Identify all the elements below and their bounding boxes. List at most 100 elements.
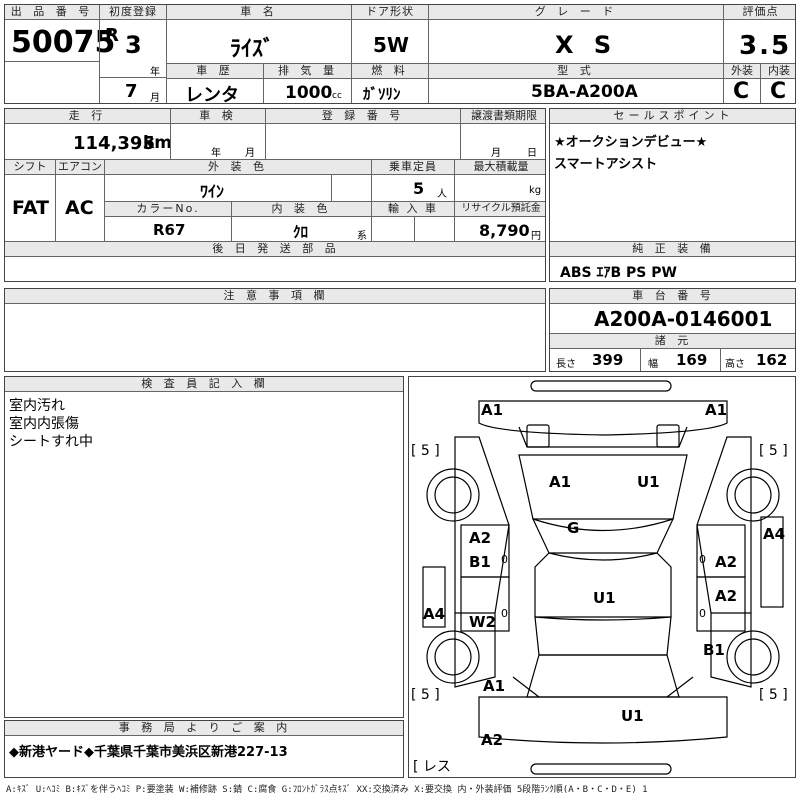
legend: A:ｷｽﾞ U:ﾍｺﾐ B:ｷｽﾞを伴うﾍｺﾐ P:要塗装 W:補修跡 S:錆 … xyxy=(6,785,648,795)
car-diagram-box: A1 A1 A1 U1 G A2 B1 A2 A4 A4 A2 W2 U1 B1… xyxy=(408,376,796,778)
mark-rear-center: U1 xyxy=(621,707,644,725)
inspection-year: 年 xyxy=(211,148,221,159)
mileage-unit: km xyxy=(143,133,173,153)
mark-door-fl: A2 xyxy=(469,529,491,547)
tire-fr: [ 5 ] xyxy=(759,443,788,459)
transfer-day: 日 xyxy=(527,148,537,159)
width-label: 幅 xyxy=(648,359,658,370)
chassis-value: A200A-0146001 xyxy=(594,307,773,331)
interior-label: 内装 xyxy=(761,64,795,79)
ac-label: エアコン xyxy=(56,160,104,175)
mark-windshield: G xyxy=(567,519,579,537)
shift-value: FAT xyxy=(12,197,49,219)
model-value: 5BA-A200A xyxy=(531,82,638,102)
mark-door-fr: A2 xyxy=(715,553,737,571)
interior-value: C xyxy=(770,79,787,104)
zero-4: 0 xyxy=(699,607,706,620)
inspection-month: 月 xyxy=(245,148,255,159)
grade-value: X S xyxy=(555,31,618,59)
displacement-unit: cc xyxy=(332,91,342,101)
reg-no-label: 登 録 番 号 xyxy=(266,109,460,124)
history-label: 車 歴 xyxy=(167,64,263,79)
mark-roof: U1 xyxy=(593,589,616,607)
displacement-label: 排 気 量 xyxy=(264,64,352,79)
lot-label: 出 品 番 号 xyxy=(5,5,99,20)
mark-mirror-r: A4 xyxy=(763,525,785,543)
notes-box: 注 意 事 項 欄 xyxy=(4,288,546,372)
month-value: 7 xyxy=(125,81,138,102)
recycle-unit: 円 xyxy=(531,231,541,242)
tire-fl: [ 5 ] xyxy=(411,443,440,459)
model-label: 型 式 xyxy=(429,64,723,79)
office-box: 事 務 局 よ り ご 案 内 ◆新港ヤード◆千葉県千葉市美浜区新港227-13 xyxy=(4,720,404,778)
ac-value: AC xyxy=(65,197,94,219)
displacement-value: 1000 xyxy=(285,83,333,103)
transfer-month: 月 xyxy=(491,148,501,159)
lot-number: 50075 xyxy=(11,25,116,60)
exterior-value: C xyxy=(733,79,750,104)
sales-point-box: セールスポイント ★オークションデビュー★ スマートアシスト 純 正 装 備 A… xyxy=(549,108,796,282)
int-color-label: 内 装 色 xyxy=(232,202,371,217)
capacity-label: 乗車定員 xyxy=(372,160,454,175)
height-label: 高さ xyxy=(725,359,745,370)
inspector-box: 検 査 員 記 入 欄 室内汚れ 室内内張傷 シートすれ中 xyxy=(4,376,404,718)
spec-label: 諸 元 xyxy=(550,334,795,349)
history-value: レンタ xyxy=(185,85,239,104)
details-box: 走 行 114,395 km 車 検 年 月 登 録 番 号 譲渡書類期限 月 … xyxy=(4,108,546,282)
sales-label: セールスポイント xyxy=(550,109,795,124)
shift-label: シフト xyxy=(5,160,55,175)
inspector-line3: シートすれ中 xyxy=(9,434,93,450)
fuel-label: 燃 料 xyxy=(352,64,428,79)
int-color-unit: 系 xyxy=(357,231,367,242)
era: R xyxy=(105,25,119,46)
zero-3: 0 xyxy=(699,553,706,566)
zero-1: 0 xyxy=(501,553,508,566)
car-diagram: A1 A1 A1 U1 G A2 B1 A2 A4 A4 A2 W2 U1 B1… xyxy=(411,380,788,775)
later-parts-label: 後 日 発 送 部 品 xyxy=(5,242,545,257)
max-load-label: 最大積載量 xyxy=(455,160,545,175)
mark-door-rl: W2 xyxy=(469,613,496,631)
capacity-unit: 人 xyxy=(437,189,447,200)
year-value: 3 xyxy=(125,31,142,59)
sales-line1: ★オークションデビュー★ xyxy=(554,135,708,150)
header-box: 出 品 番 号 50075 初度登録 R 3 年 7 月 車 名 ﾗｲｽﾞ ドア… xyxy=(4,4,796,104)
chassis-box: 車 台 番 号 A200A-0146001 諸 元 長さ 399 幅 169 高… xyxy=(549,288,796,372)
mileage-label: 走 行 xyxy=(5,109,170,124)
month-unit: 月 xyxy=(150,93,160,104)
transfer-label: 譲渡書類期限 xyxy=(461,109,545,124)
door-value: 5W xyxy=(373,33,409,57)
ext-color-value: ﾜｲﾝ xyxy=(200,182,225,201)
int-color-value: ｸﾛ xyxy=(293,223,309,241)
door-label: ドア形状 xyxy=(352,5,428,20)
tire-rr: [ 5 ] xyxy=(759,687,788,703)
ext-color-label: 外 装 色 xyxy=(105,160,371,175)
import-label: 輸 入 車 xyxy=(372,202,454,217)
mileage-value: 114,395 xyxy=(73,133,155,154)
color-no-label: カラーNo. xyxy=(105,202,231,217)
mark-door-rr: A2 xyxy=(715,587,737,605)
mark-door-fl2: B1 xyxy=(469,553,491,571)
car-name: ﾗｲｽﾞ xyxy=(230,37,275,62)
tire-rl: [ 5 ] xyxy=(411,687,440,703)
equipment-label: 純 正 装 備 xyxy=(550,242,795,257)
length-label: 長さ xyxy=(556,359,576,370)
max-load-unit: kg xyxy=(529,185,542,196)
mark-front-right: A1 xyxy=(705,401,727,419)
office-text: ◆新港ヤード◆千葉県千葉市美浜区新港227-13 xyxy=(9,745,288,760)
year-unit: 年 xyxy=(150,67,160,78)
fuel-value: ｶﾞｿﾘﾝ xyxy=(363,85,401,103)
inspector-line1: 室内汚れ xyxy=(9,398,65,414)
color-no-value: R67 xyxy=(153,221,186,239)
office-label: 事 務 局 よ り ご 案 内 xyxy=(5,721,403,736)
equipment-value: ABS ｴｱB PS PW xyxy=(560,265,677,281)
lens-label: [ レス xyxy=(413,759,451,775)
mark-rear-right: B1 xyxy=(703,641,725,659)
chassis-label: 車 台 番 号 xyxy=(550,289,795,304)
inspector-label: 検 査 員 記 入 欄 xyxy=(5,377,403,392)
capacity-value: 5 xyxy=(413,179,425,198)
recycle-value: 8,790 xyxy=(479,221,530,240)
length-value: 399 xyxy=(592,351,624,369)
first-reg-label: 初度登録 xyxy=(100,5,166,20)
mark-front-left: A1 xyxy=(481,401,503,419)
notes-label: 注 意 事 項 欄 xyxy=(5,289,545,304)
